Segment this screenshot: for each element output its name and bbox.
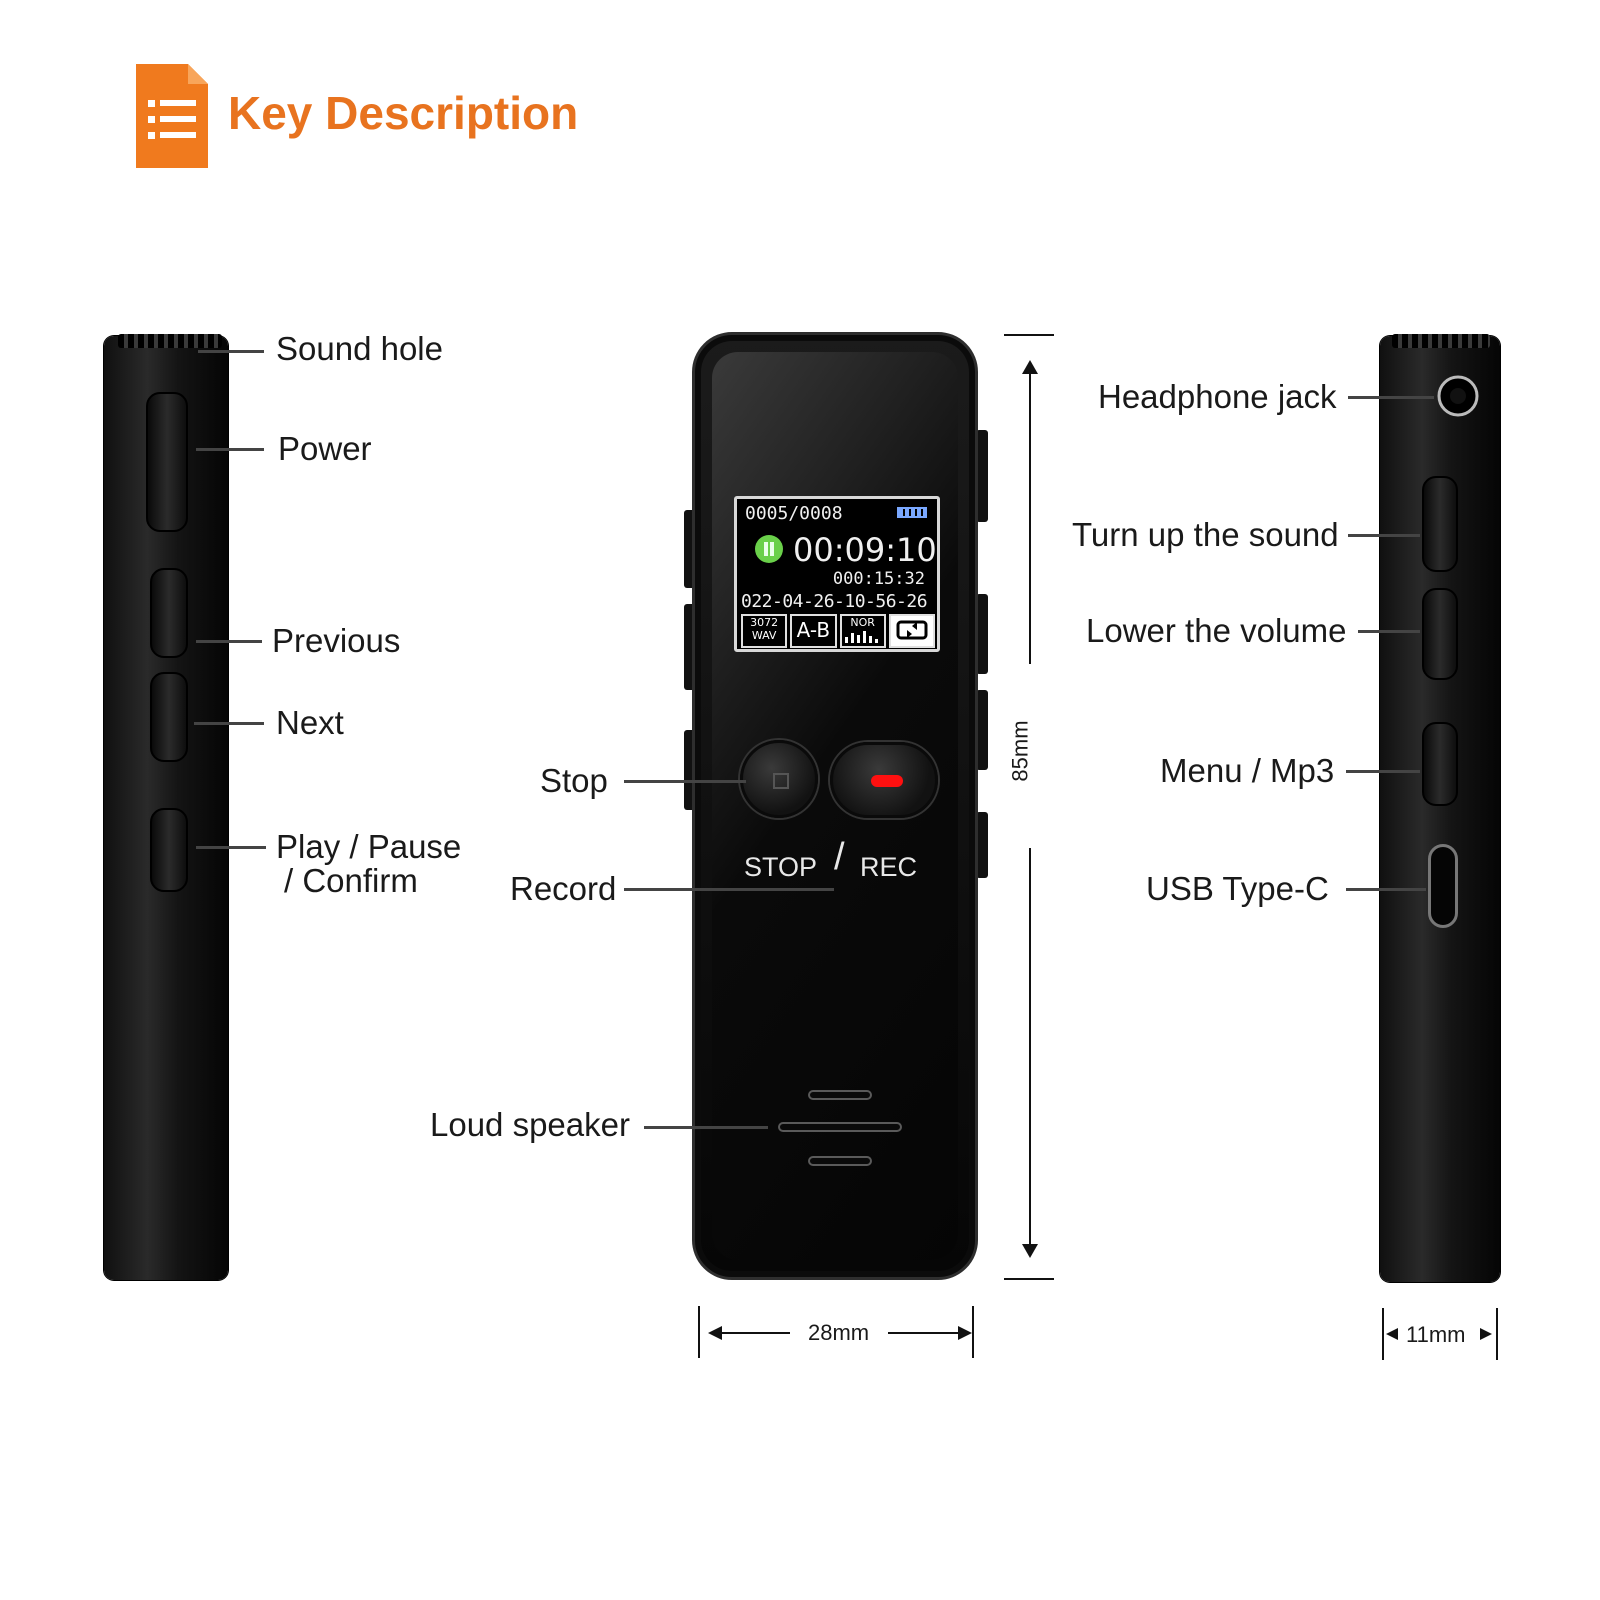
lower-volume-label: Lower the volume	[1086, 612, 1347, 649]
headphone-jack-label: Headphone jack	[1098, 378, 1337, 415]
stop-square-icon	[773, 773, 789, 789]
slash-divider: /	[834, 836, 845, 878]
stop-key-label: STOP	[744, 852, 818, 882]
battery-icon	[897, 507, 927, 518]
previous-leader	[196, 640, 262, 643]
stop-label: Stop	[540, 762, 608, 799]
turn-up-leader	[1348, 534, 1420, 537]
repeat-badge	[888, 614, 935, 648]
width-dimension: 28mm	[808, 1320, 870, 1345]
ab-repeat-badge: A-B	[790, 614, 837, 648]
power-label: Power	[278, 430, 372, 467]
front-right-nub	[976, 594, 988, 674]
menu-label: Menu / Mp3	[1160, 752, 1335, 789]
record-leader	[624, 888, 834, 891]
page-title: Key Description	[228, 87, 579, 139]
next-label: Next	[276, 704, 344, 741]
repeat-icon	[896, 620, 928, 640]
turn-up-label: Turn up the sound	[1072, 516, 1339, 553]
headphone-jack-leader	[1348, 396, 1434, 399]
stop-button[interactable]	[740, 740, 818, 818]
height-dim-line-upper	[1029, 364, 1031, 664]
height-dim-line-lower	[1029, 848, 1031, 1248]
height-dimension: 85mm	[1007, 720, 1033, 782]
lower-volume-leader	[1358, 630, 1420, 633]
width-dim-line-left	[712, 1332, 790, 1334]
volume-up-key[interactable]	[1422, 476, 1458, 572]
speaker-slot	[808, 1156, 872, 1166]
menu-key[interactable]	[1422, 722, 1458, 806]
width-dim-line-right	[888, 1332, 966, 1334]
usb-label: USB Type-C	[1146, 870, 1329, 907]
menu-leader	[1346, 770, 1420, 773]
top-grill	[1392, 334, 1490, 348]
sound-hole-leader	[198, 350, 264, 353]
width-dim-right	[972, 1306, 974, 1358]
previous-label: Previous	[272, 622, 401, 659]
total-time: 000:15:32	[832, 569, 925, 589]
recording-datetime: 022-04-26-10-56-26	[741, 591, 928, 612]
arrow-left-icon	[1386, 1328, 1398, 1340]
usb-leader	[1346, 888, 1426, 891]
depth-dimension: 11mm	[1406, 1322, 1466, 1347]
height-dim-top	[1004, 334, 1054, 336]
previous-key[interactable]	[150, 568, 188, 658]
headphone-jack-icon	[1437, 375, 1479, 417]
file-count: 0005/0008	[745, 503, 843, 524]
speaker-slot	[808, 1090, 872, 1100]
sound-hole-label: Sound hole	[276, 330, 443, 367]
record-button[interactable]	[830, 742, 938, 818]
next-key[interactable]	[150, 672, 188, 762]
document-list-icon	[136, 64, 208, 168]
stop-leader	[624, 780, 746, 783]
front-right-nub	[976, 430, 988, 522]
speaker-slot	[778, 1122, 902, 1132]
power-leader	[196, 448, 264, 451]
next-leader	[194, 722, 264, 725]
elapsed-time: 00:09:10	[793, 531, 937, 569]
record-indicator-icon	[871, 775, 903, 787]
volume-down-key[interactable]	[1422, 588, 1458, 680]
depth-dim-left	[1382, 1308, 1384, 1360]
play-pause-key[interactable]	[150, 808, 188, 892]
eq-bars-icon	[844, 631, 878, 643]
eq-badge: NOR	[839, 614, 886, 648]
height-dim-bottom	[1004, 1278, 1054, 1280]
arrow-down-icon	[1022, 1244, 1038, 1258]
front-right-nub	[976, 812, 988, 878]
usb-c-port[interactable]	[1428, 844, 1458, 928]
arrow-left-icon	[708, 1326, 722, 1340]
pause-icon	[755, 535, 783, 563]
arrow-up-icon	[1022, 360, 1038, 374]
arrow-right-icon	[958, 1326, 972, 1340]
play-pause-leader	[196, 846, 266, 849]
loud-speaker-leader	[644, 1126, 768, 1129]
power-switch[interactable]	[146, 392, 188, 532]
arrow-right-icon	[1480, 1328, 1492, 1340]
sound-hole-grill	[118, 334, 222, 348]
play-pause-label: Play / Pause	[276, 828, 462, 865]
width-dim-left	[698, 1306, 700, 1358]
display-screen: 0005/0008 00:09:10 000:15:32 022-04-26-1…	[734, 496, 940, 652]
loud-speaker-label: Loud speaker	[430, 1106, 630, 1143]
record-label: Record	[510, 870, 617, 907]
confirm-label: / Confirm	[284, 862, 418, 899]
depth-dim-right	[1496, 1308, 1498, 1360]
front-right-nub	[976, 690, 988, 770]
rec-key-label: REC	[860, 852, 918, 882]
